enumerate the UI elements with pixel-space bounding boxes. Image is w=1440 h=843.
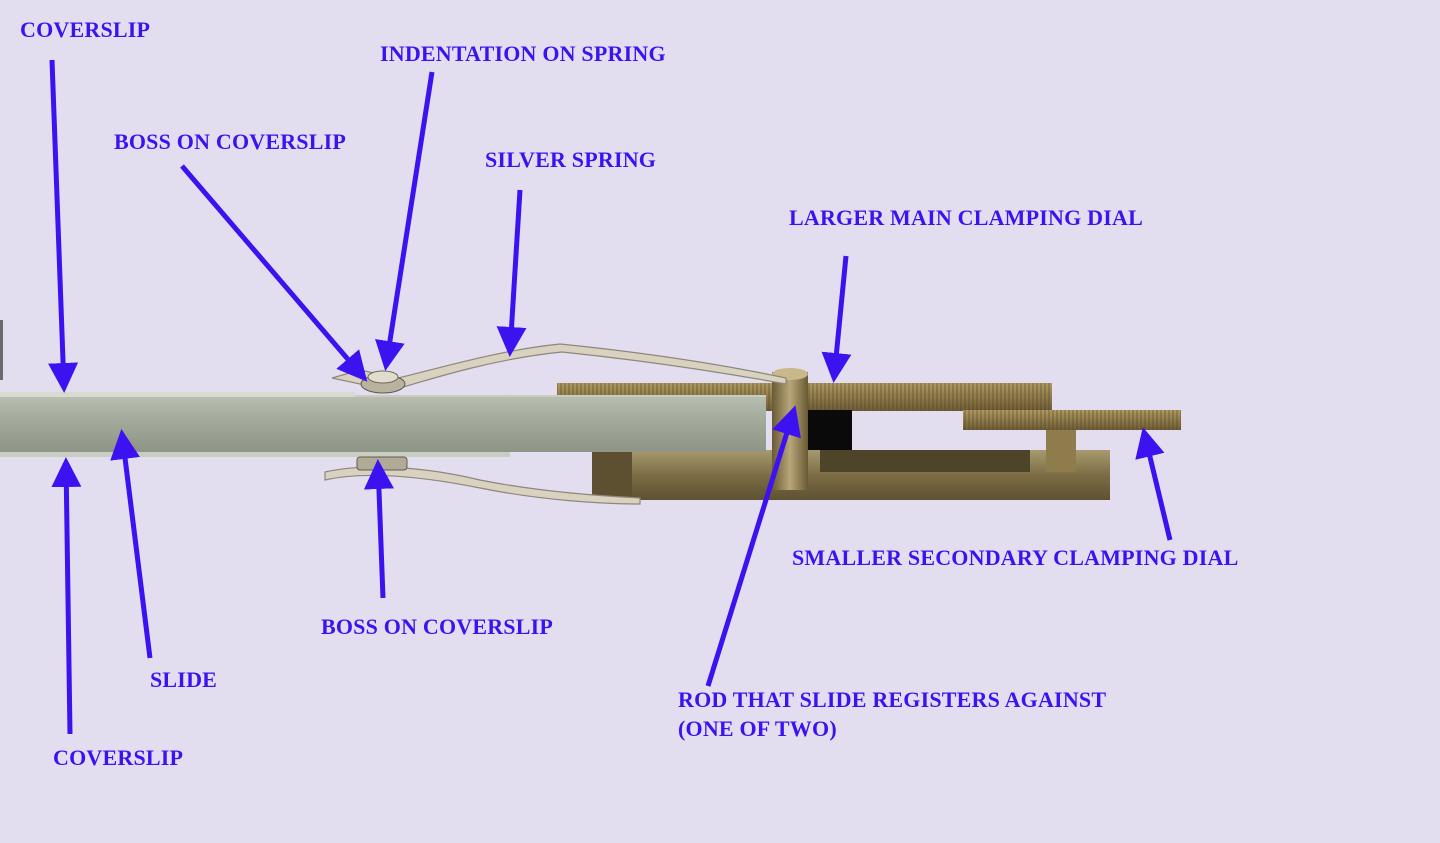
label-coverslip-bottom: COVERSLIP bbox=[53, 745, 184, 770]
label-rod-line2: (ONE OF TWO) bbox=[678, 716, 837, 741]
arrow-boss-on-coverslip-top bbox=[180, 164, 368, 382]
arrow-registration-rod bbox=[705, 405, 801, 687]
brass-base-step bbox=[820, 450, 1030, 472]
bottom-silver-spring bbox=[324, 466, 641, 505]
bottom-boss bbox=[356, 456, 408, 471]
label-slide: SLIDE bbox=[150, 667, 218, 692]
arrow-larger-main-clamping-dial bbox=[821, 255, 852, 383]
glass-slide bbox=[0, 396, 766, 452]
label-smaller-secondary-clamping-dial: SMALLER SECONDARY CLAMPING DIAL bbox=[792, 545, 1239, 570]
arrow-slide bbox=[110, 429, 153, 659]
arrow-coverslip-top bbox=[48, 59, 79, 393]
brass-base-end bbox=[592, 450, 632, 496]
label-rod-line1: ROD THAT SLIDE REGISTERS AGAINST bbox=[678, 687, 1107, 712]
arrow-boss-on-coverslip-bottom bbox=[363, 459, 394, 599]
arrow-smaller-secondary-clamping-dial bbox=[1135, 427, 1173, 541]
spring-indentation bbox=[367, 370, 399, 384]
bottom-coverslip bbox=[0, 452, 510, 457]
arrow-silver-spring bbox=[496, 189, 527, 357]
edge-mark bbox=[0, 320, 3, 380]
label-boss-on-coverslip-bottom: BOSS ON COVERSLIP bbox=[321, 614, 554, 639]
annotation-arrows bbox=[48, 59, 1173, 735]
dial-gap bbox=[808, 410, 852, 450]
arrow-indentation-on-spring bbox=[375, 71, 435, 371]
label-coverslip-top: COVERSLIP bbox=[20, 17, 151, 42]
label-boss-on-coverslip-top: BOSS ON COVERSLIP bbox=[114, 129, 347, 154]
top-coverslip bbox=[0, 392, 355, 397]
arrow-coverslip-bottom bbox=[51, 457, 82, 735]
label-indentation-on-spring: INDENTATION ON SPRING bbox=[380, 41, 666, 66]
label-larger-main-clamping-dial: LARGER MAIN CLAMPING DIAL bbox=[789, 205, 1143, 230]
label-silver-spring: SILVER SPRING bbox=[485, 147, 657, 172]
secondary-dial-stem bbox=[1046, 430, 1076, 472]
smaller-dial-knurling bbox=[963, 410, 1181, 430]
